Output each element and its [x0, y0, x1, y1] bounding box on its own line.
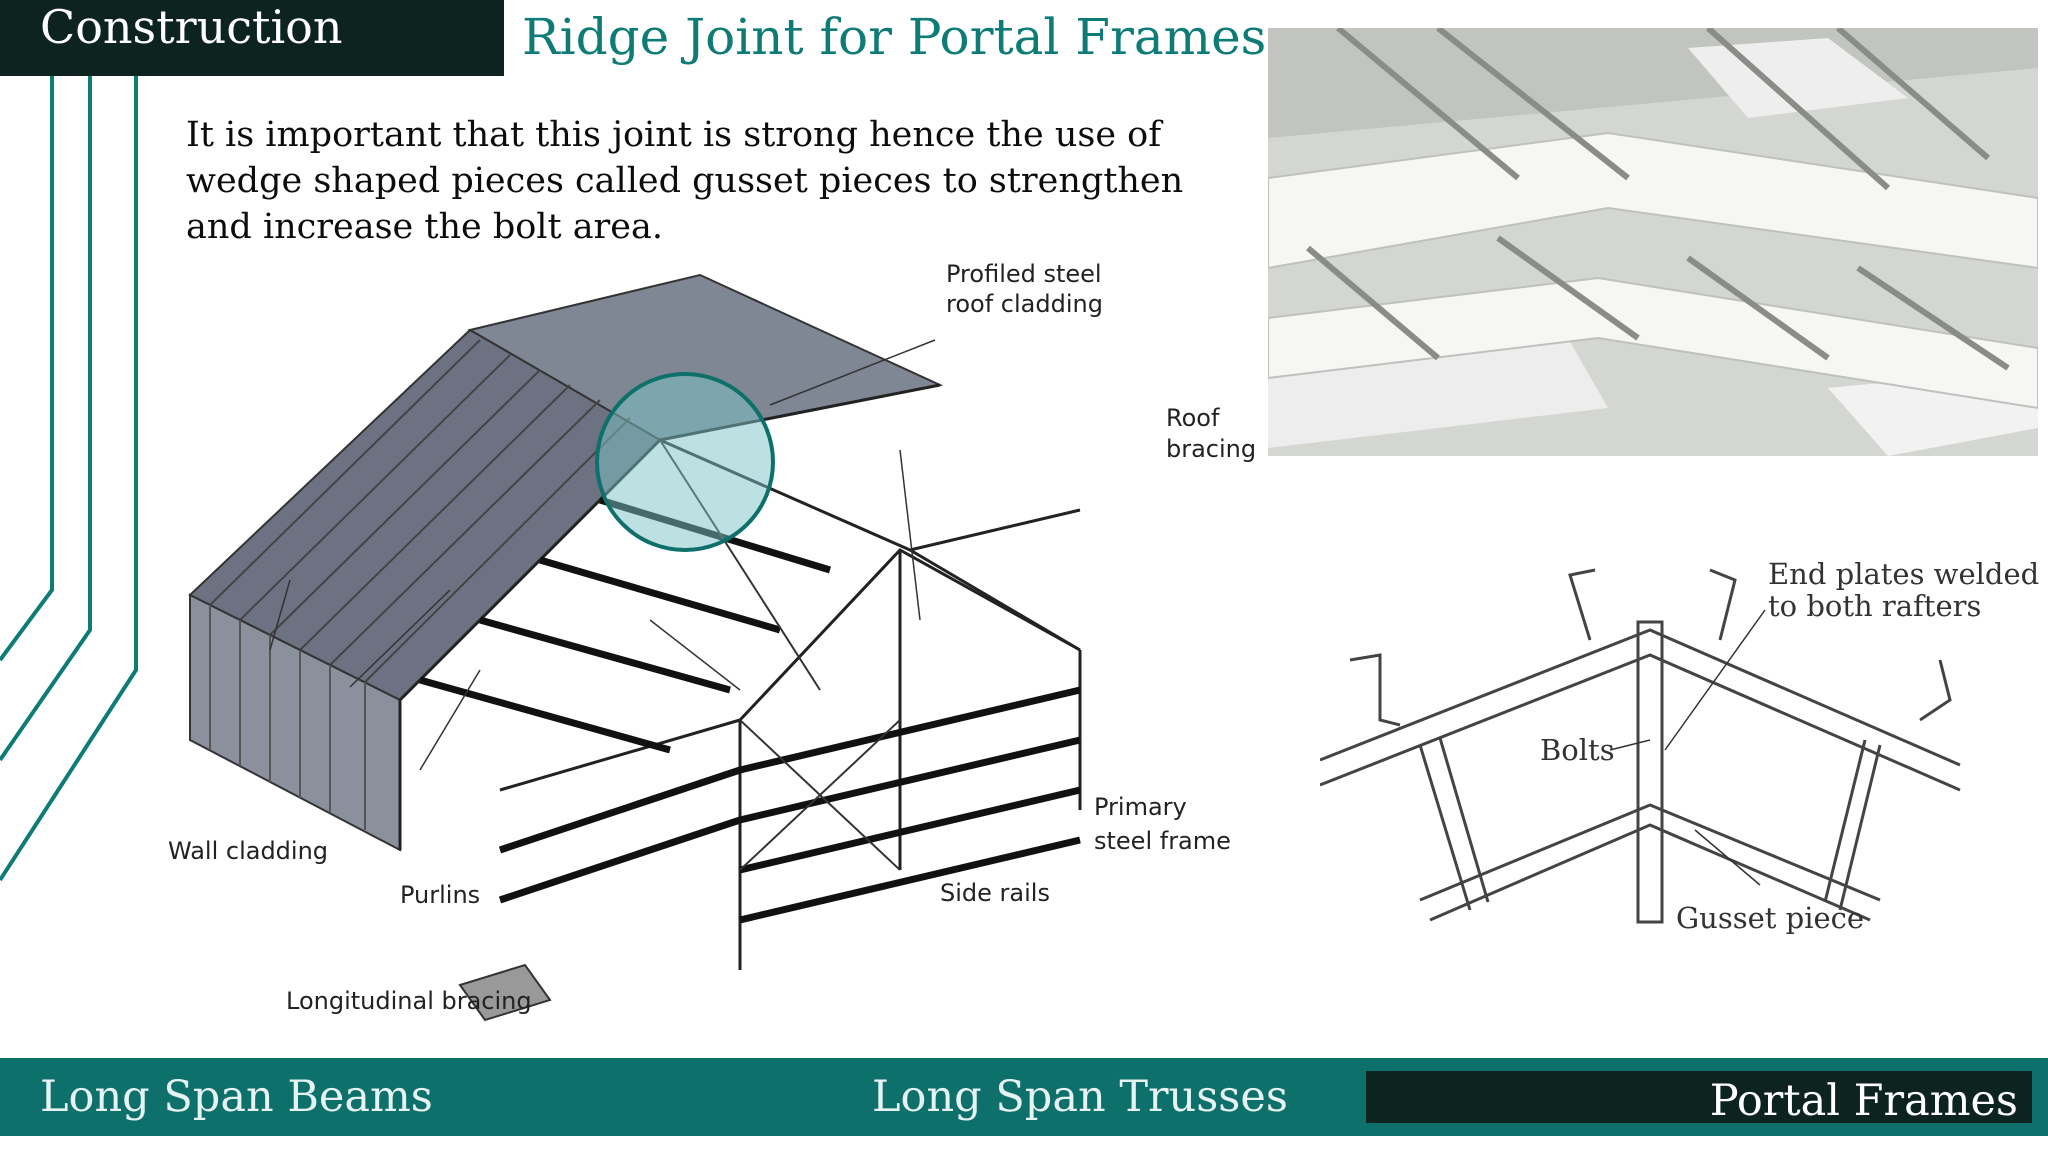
- label-roof-cladding-2: roof cladding: [946, 290, 1103, 318]
- section-tag: Construction: [0, 0, 504, 76]
- nav-long-span-beams[interactable]: Long Span Beams: [40, 1072, 433, 1122]
- label-wall-cladding: Wall cladding: [168, 837, 329, 865]
- label-side-rails: Side rails: [940, 879, 1050, 907]
- label-end-plates-1: End plates welded: [1768, 557, 2040, 591]
- portal-frame-diagram: [188, 273, 1082, 1022]
- label-end-plates-2: to both rafters: [1768, 589, 1982, 623]
- nav-portal-frames[interactable]: Portal Frames: [1366, 1071, 2032, 1126]
- nav-long-span-trusses[interactable]: Long Span Trusses: [872, 1072, 1288, 1122]
- label-primary-frame-1: Primary: [1094, 793, 1187, 821]
- label-bolts: Bolts: [1540, 733, 1615, 767]
- foundation-block: [458, 963, 552, 1022]
- label-roof-cladding-1: Profiled steel: [946, 260, 1102, 288]
- ridge-joint-photo: [1268, 28, 2038, 456]
- label-purlins: Purlins: [400, 881, 481, 909]
- gusset-detail-drawing: [1320, 568, 1961, 924]
- decorative-lines: [0, 76, 138, 882]
- label-gusset-piece: Gusset piece: [1676, 901, 1865, 935]
- label-roof-bracing-2: bracing: [1166, 435, 1257, 463]
- ridge-joint-highlight: [595, 372, 775, 552]
- body-text: It is important that this joint is stron…: [186, 115, 1184, 247]
- page-title: Ridge Joint for Portal Frames: [522, 8, 1267, 66]
- label-longitudinal-bracing: Longitudinal bracing: [286, 987, 532, 1015]
- label-roof-bracing-1: Roof: [1166, 404, 1220, 432]
- label-primary-frame-2: steel frame: [1094, 827, 1231, 855]
